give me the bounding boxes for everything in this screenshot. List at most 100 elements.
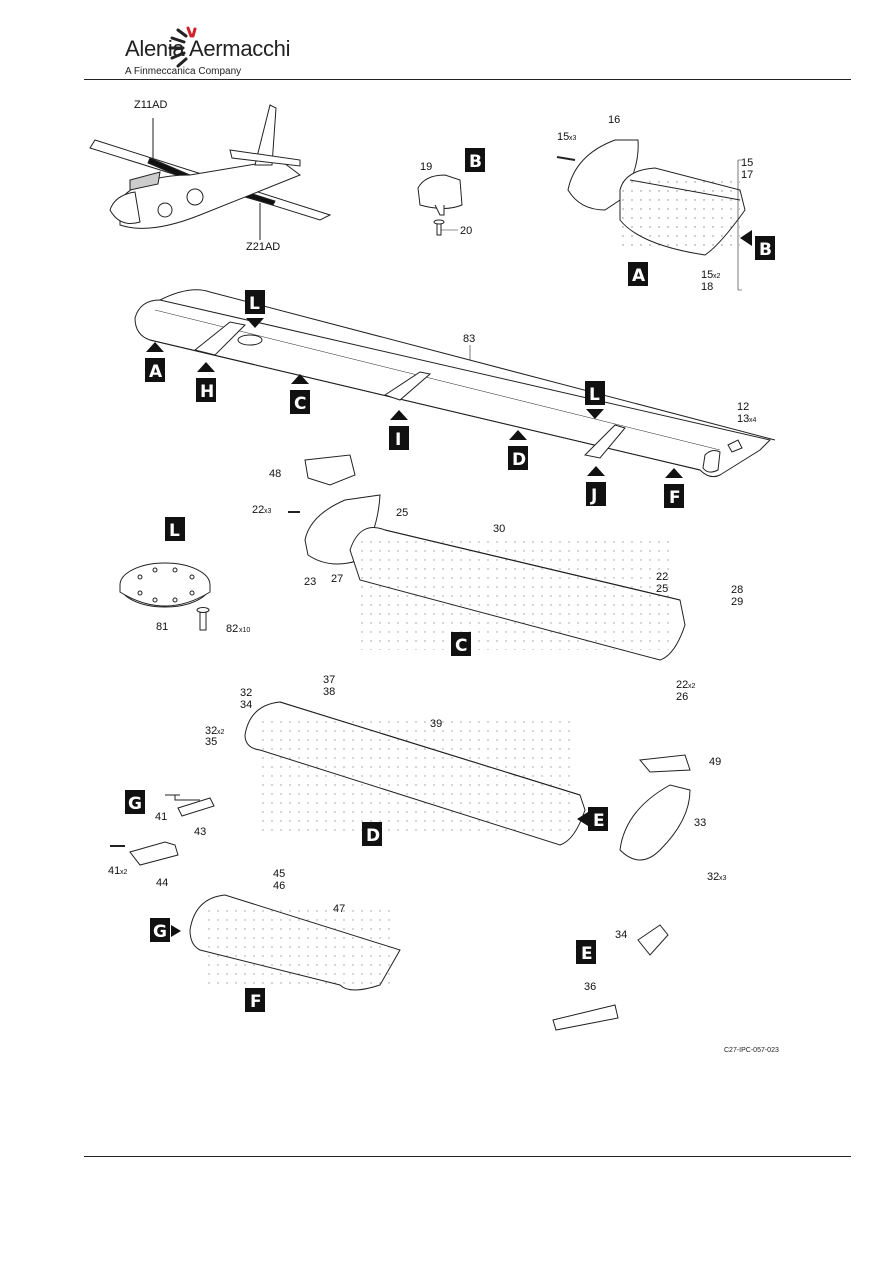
svg-text:F: F [669,488,681,508]
view-label-l: L [165,517,185,541]
svg-text:B: B [469,152,482,172]
main-flap-assembly [134,289,776,478]
svg-text:L: L [589,385,600,405]
svg-text:L: L [249,294,260,314]
view-label-c-arrow: C [290,390,310,414]
item-25a: 25 [396,507,408,519]
item-28: 28 [731,584,743,596]
qty-15c: x2 [713,273,721,280]
item-20: 20 [460,225,472,237]
qty-22a: x3 [264,508,272,515]
view-label-a-arrow: A [145,358,165,382]
svg-text:H: H [200,382,214,402]
alenia-logo-icon [168,26,197,68]
aircraft-illustration [89,104,332,240]
detail-l-plate [119,562,211,631]
qty-32b: x2 [217,729,225,736]
view-label-f: F [245,988,265,1012]
item-12: 12 [737,401,749,413]
item-36: 36 [584,981,596,993]
svg-text:D: D [512,450,526,470]
view-arrows [146,230,752,937]
view-label-h: H [196,378,216,402]
item-25b: 25 [656,583,668,595]
item-33: 33 [694,817,706,829]
svg-text:G: G [153,922,167,942]
item-41a: 41 [155,811,167,823]
svg-text:A: A [632,266,646,286]
item-15c: 15 [701,269,713,281]
item-13: 13 [737,413,749,425]
view-b-part [417,174,463,236]
item-34b: 34 [615,929,627,941]
view-label-b: B [465,148,485,172]
view-f-part [189,894,401,991]
svg-text:G: G [128,794,142,814]
view-label-l-top: L [245,290,265,314]
view-label-b-arrow: B [755,236,775,260]
qty-22c: x2 [688,683,696,690]
item-81: 81 [156,621,168,633]
view-c-part [288,454,686,661]
qty-32c: x3 [719,875,727,882]
brand-name: Alenia Aermacchi [125,36,291,61]
item-17: 17 [741,169,753,181]
view-label-g-arrow: G [150,918,170,942]
view-label-d-arrow: D [508,446,528,470]
item-27: 27 [331,573,343,585]
item-41b: 41 [108,865,120,877]
view-a-part [556,139,746,256]
item-29: 29 [731,596,743,608]
item-47: 47 [333,903,345,915]
qty-13: x4 [749,417,757,424]
item-82: 82 [226,623,238,635]
item-49: 49 [709,756,721,768]
view-label-i: I [389,426,409,450]
page-header: Alenia Aermacchi A Finmeccanica Company [0,0,893,85]
item-32c: 32 [707,871,719,883]
item-22b: 22 [656,571,668,583]
detail-e-parts [552,924,669,1031]
item-18: 18 [701,281,713,293]
item-83: 83 [463,333,475,345]
svg-text:E: E [581,944,593,964]
item-34a: 34 [240,699,252,711]
view-label-g: G [125,790,145,814]
view-label-e: E [576,940,596,964]
svg-text:I: I [395,430,401,450]
view-callouts: B A L A H C I D L J F B L C G D E G E F [125,148,775,1012]
svg-text:F: F [250,992,262,1012]
detail-g-parts [110,794,215,866]
item-46: 46 [273,880,285,892]
svg-text:B: B [759,240,772,260]
view-label-a: A [628,262,648,286]
item-19: 19 [420,161,432,173]
view-label-f-arrow: F [664,484,684,508]
item-22a: 22 [252,504,264,516]
qty-15a: x3 [569,135,577,142]
item-26: 26 [676,691,688,703]
item-44: 44 [156,877,168,889]
view-label-e-arrow: E [588,807,608,831]
aircraft-label-left: Z11AD [134,99,167,111]
item-43: 43 [194,826,206,838]
item-16: 16 [608,114,620,126]
footer-rule [84,1156,851,1157]
svg-text:J: J [590,486,597,506]
header-rule [84,79,851,80]
svg-text:D: D [366,826,380,846]
item-30: 30 [493,523,505,535]
item-15b: 15 [741,157,753,169]
item-32a: 32 [240,687,252,699]
qty-41b: x2 [120,869,128,876]
item-35: 35 [205,736,217,748]
view-label-d: D [362,822,382,846]
brand-tagline: A Finmeccanica Company [125,66,242,77]
item-15a: 15 [557,131,569,143]
item-48: 48 [269,468,281,480]
item-23: 23 [304,576,316,588]
aircraft-label-right: Z21AD [246,241,280,253]
item-32b: 32 [205,725,217,737]
svg-text:C: C [294,394,306,414]
svg-text:L: L [169,521,180,541]
